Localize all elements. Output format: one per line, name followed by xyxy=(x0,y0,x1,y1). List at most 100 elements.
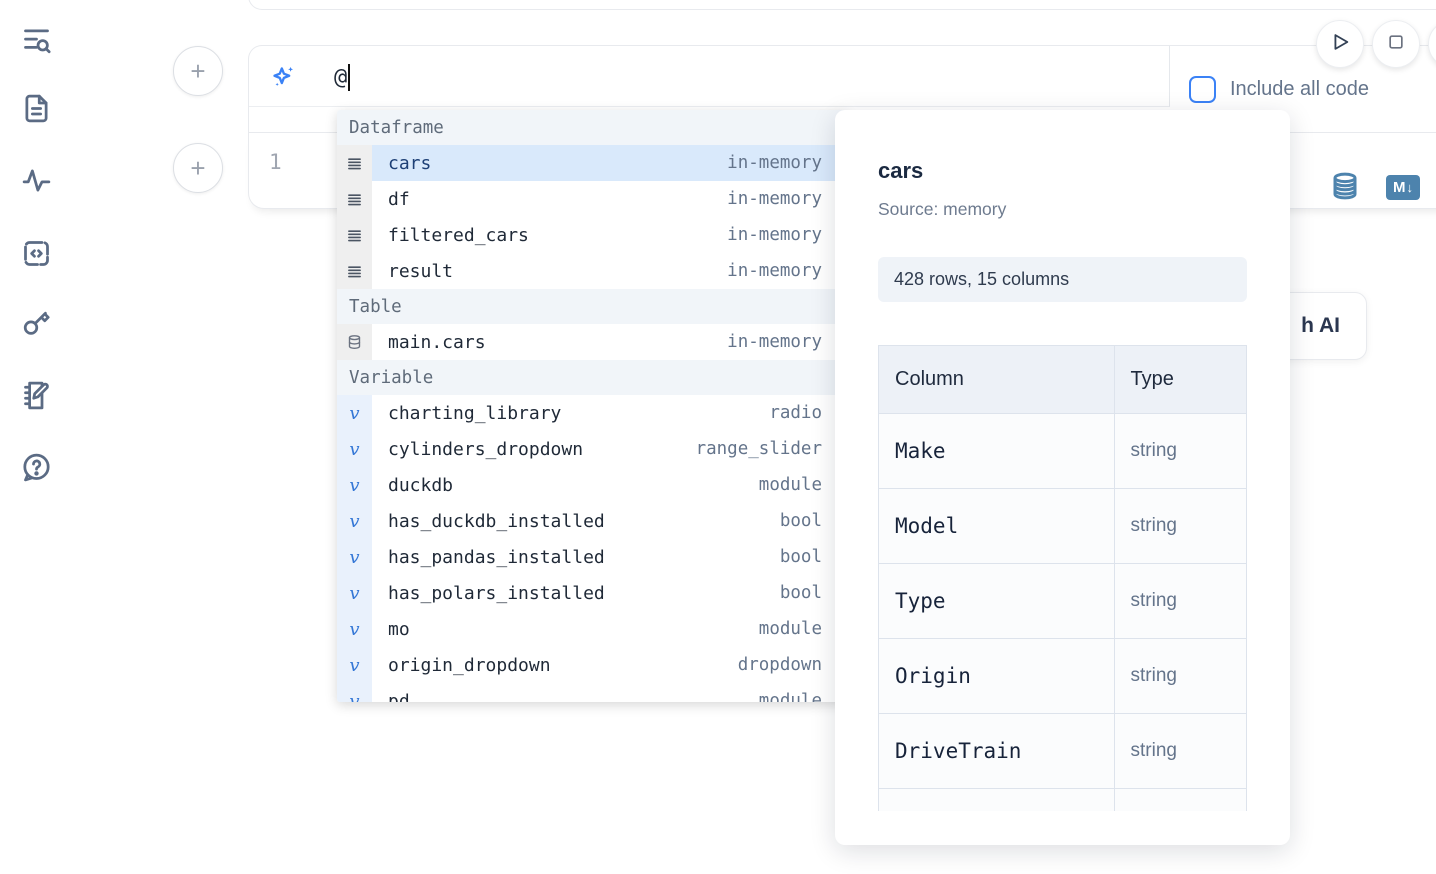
schema-header-type: Type xyxy=(1113,345,1247,414)
table-database-icon xyxy=(337,324,372,360)
item-name: duckdb xyxy=(388,474,454,496)
variable-icon: v xyxy=(337,431,372,467)
item-name: has_duckdb_installed xyxy=(388,510,605,532)
schema-column-type xyxy=(1113,788,1247,811)
item-type: module xyxy=(758,619,822,639)
item-type: bool xyxy=(779,583,822,603)
add-cell-button-top[interactable]: + xyxy=(173,46,223,96)
variable-icon: v xyxy=(337,539,372,575)
autocomplete-item[interactable]: v has_pandas_installed bool xyxy=(337,539,848,575)
variable-icon: v xyxy=(337,611,372,647)
item-type: bool xyxy=(779,547,822,567)
item-type: in-memory xyxy=(727,189,822,209)
schema-column-name: Type xyxy=(878,563,1115,639)
item-name: mo xyxy=(388,618,410,640)
dataframe-rows-icon xyxy=(337,217,372,253)
schema-column-type: string xyxy=(1113,488,1247,564)
variable-icon: v xyxy=(337,467,372,503)
autocomplete-group-header: Dataframe xyxy=(337,110,848,145)
line-number: 1 xyxy=(269,150,282,174)
autocomplete-popup: Dataframe cars in-memory df in-memory filt… xyxy=(337,110,848,702)
variable-icon: v xyxy=(337,395,372,431)
activity-pulse-icon[interactable] xyxy=(18,162,54,198)
stop-icon xyxy=(1386,32,1406,57)
autocomplete-item[interactable]: df in-memory xyxy=(337,181,848,217)
variable-icon: v xyxy=(337,683,372,702)
code-snippet-icon[interactable] xyxy=(18,235,54,271)
schema-column-name xyxy=(878,788,1115,811)
item-type: range_slider xyxy=(695,439,822,459)
include-all-code-label: Include all code xyxy=(1230,77,1369,100)
item-name: result xyxy=(388,260,454,282)
variable-icon: v xyxy=(337,503,372,539)
previous-cell-edge xyxy=(248,0,1436,10)
schema-column-type: string xyxy=(1113,638,1247,714)
include-all-code-checkbox[interactable] xyxy=(1189,75,1216,103)
help-chat-icon[interactable] xyxy=(18,449,54,485)
schema-row xyxy=(878,788,1247,811)
item-name: pd xyxy=(388,690,410,703)
schema-column-name: Origin xyxy=(878,638,1115,714)
ai-sparkles-icon xyxy=(269,62,297,90)
item-name: df xyxy=(388,188,410,210)
dataframe-rows-icon xyxy=(337,253,372,289)
scratchpad-notebook-icon[interactable] xyxy=(18,377,54,413)
autocomplete-group-header: Table xyxy=(337,289,848,324)
schema-column-type: string xyxy=(1113,713,1247,789)
schema-column-name: Model xyxy=(878,488,1115,564)
autocomplete-item[interactable]: cars in-memory xyxy=(337,145,848,181)
schema-column-name: Make xyxy=(878,413,1115,489)
toc-search-icon[interactable] xyxy=(18,22,54,58)
item-type: module xyxy=(758,475,822,495)
variable-icon: v xyxy=(337,575,372,611)
schema-column-type: string xyxy=(1113,413,1247,489)
schema-column-name: DriveTrain xyxy=(878,713,1115,789)
ai-prompt-input[interactable]: @ xyxy=(249,46,1170,107)
preview-source: Source: memory xyxy=(878,199,1007,219)
item-type: radio xyxy=(769,403,822,423)
item-type: in-memory xyxy=(727,332,822,352)
stop-cell-button[interactable] xyxy=(1372,20,1420,68)
item-name: charting_library xyxy=(388,402,562,424)
dataframe-preview-panel: cars Source: memory 428 rows, 15 columns… xyxy=(835,110,1290,845)
autocomplete-item[interactable]: v has_polars_installed bool xyxy=(337,575,848,611)
key-icon[interactable] xyxy=(18,305,54,341)
item-type: in-memory xyxy=(727,153,822,173)
variable-icon: v xyxy=(337,647,372,683)
dataframe-rows-icon xyxy=(337,181,372,217)
prompt-value: @ xyxy=(334,64,348,90)
item-name: cars xyxy=(388,152,432,174)
add-cell-button-bottom[interactable]: + xyxy=(173,143,223,193)
autocomplete-group-header: Variable xyxy=(337,360,848,395)
item-type: in-memory xyxy=(727,225,822,245)
left-sidebar xyxy=(0,0,70,874)
dataframe-rows-icon xyxy=(337,145,372,181)
item-name: has_pandas_installed xyxy=(388,546,605,568)
autocomplete-item[interactable]: v charting_library radio xyxy=(337,395,848,431)
play-icon xyxy=(1329,31,1351,58)
run-cell-button[interactable] xyxy=(1316,20,1364,68)
item-name: has_polars_installed xyxy=(388,582,605,604)
database-icon[interactable] xyxy=(1330,171,1360,203)
item-type: dropdown xyxy=(737,655,822,675)
file-document-icon[interactable] xyxy=(18,90,54,126)
markdown-convert-icon[interactable]: M↓ xyxy=(1386,174,1420,200)
preview-title: cars xyxy=(878,158,924,183)
preview-shape-badge: 428 rows, 15 columns xyxy=(878,257,1247,302)
text-cursor xyxy=(348,63,351,91)
